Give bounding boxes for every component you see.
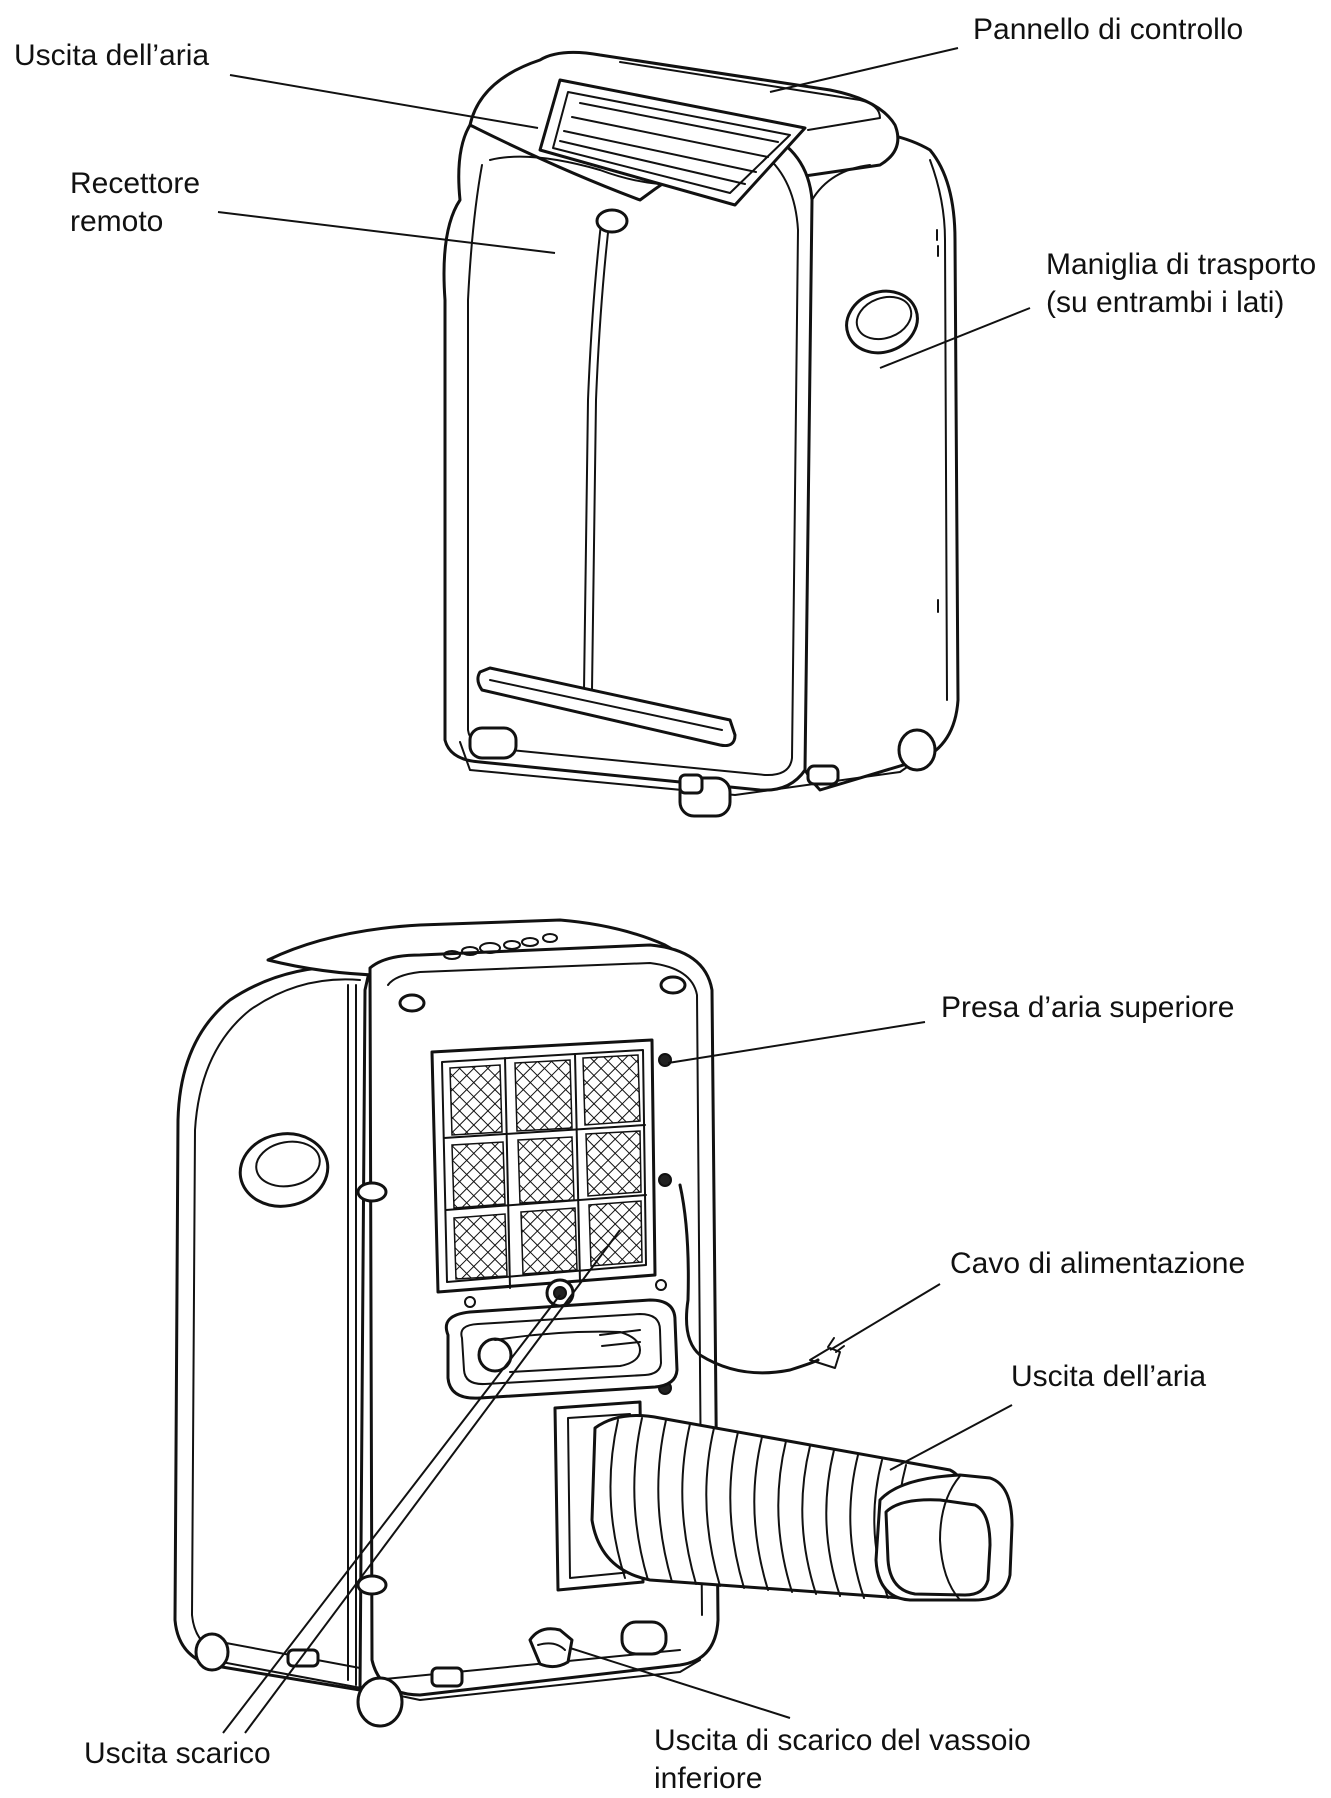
label-rear-air-outlet: Uscita dell’aria	[1011, 1358, 1206, 1396]
label-control-panel: Pannello di controllo	[973, 11, 1243, 49]
label-drain-outlet: Uscita scarico	[84, 1735, 271, 1773]
label-carry-handle-line2: (su entrambi i lati)	[1046, 284, 1316, 322]
rear-unit	[175, 920, 1012, 1726]
label-carry-handle-line1: Maniglia di trasporto	[1046, 246, 1316, 284]
cord-storage	[446, 1300, 677, 1398]
front-unit	[444, 52, 958, 816]
label-front-air-outlet: Uscita dell’aria	[14, 37, 209, 75]
hose-end-outlet	[876, 1475, 1012, 1600]
label-tray-drain-line1: Uscita di scarico del vassoio	[654, 1722, 1031, 1760]
filter-mesh-cells	[450, 1055, 642, 1279]
label-tray-drain-line2: inferiore	[654, 1760, 1031, 1798]
label-upper-air-intake: Presa d’aria superiore	[941, 989, 1234, 1027]
label-carry-handle: Maniglia di trasporto (su entrambi i lat…	[1046, 246, 1316, 322]
label-remote-receiver-line2: remoto	[70, 203, 200, 241]
label-remote-receiver-line1: Recettore	[70, 165, 200, 203]
remote-receiver-dot	[597, 210, 627, 232]
label-remote-receiver: Recettore remoto	[70, 165, 200, 241]
label-power-cord: Cavo di alimentazione	[950, 1245, 1245, 1283]
label-tray-drain-outlet: Uscita di scarico del vassoio inferiore	[654, 1722, 1031, 1798]
